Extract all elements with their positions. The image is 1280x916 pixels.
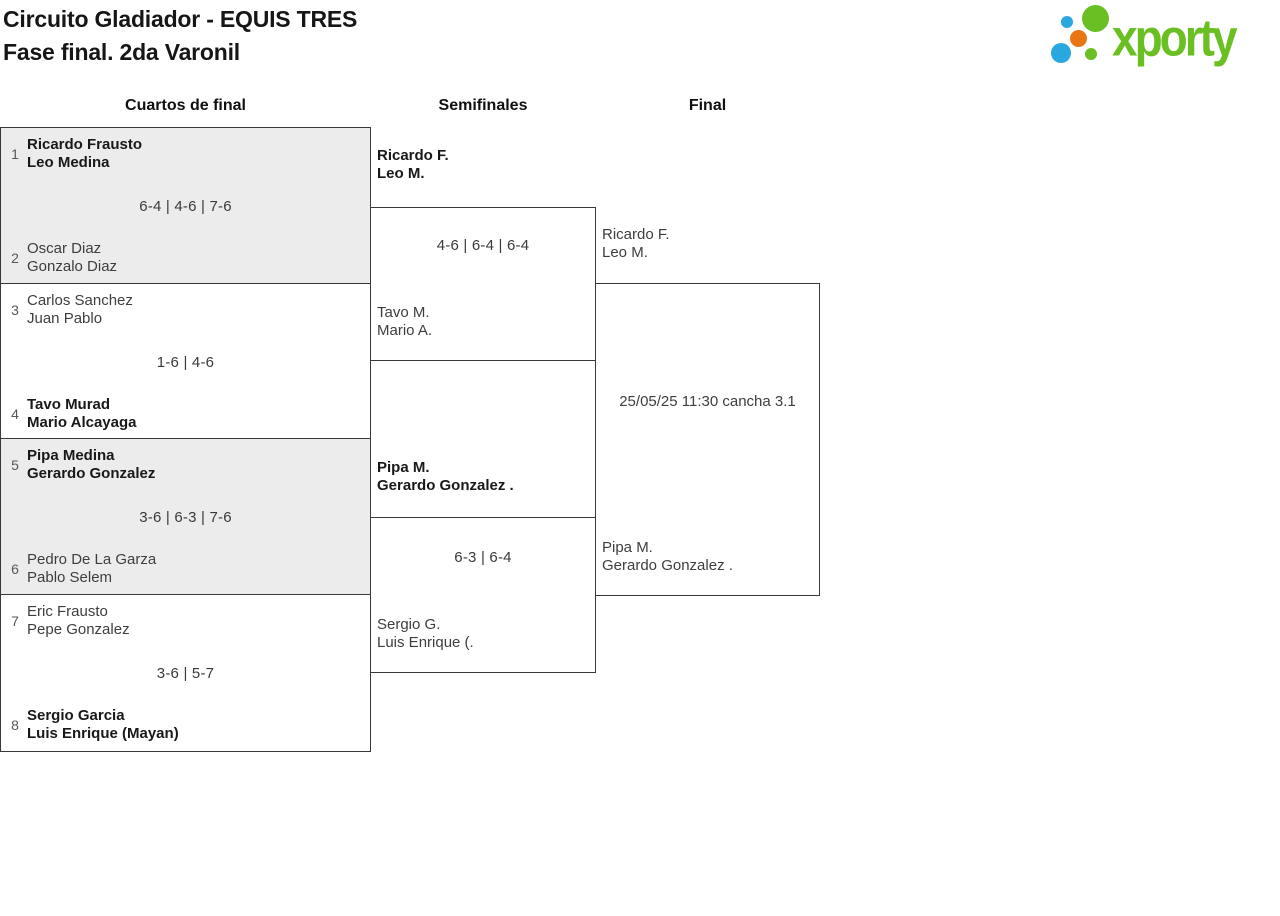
player-name: Gerardo Gonzalez bbox=[27, 465, 156, 482]
team-pair: Pipa M. Gerardo Gonzalez . bbox=[602, 539, 733, 575]
final-match-schedule: 25/05/25 11:30 cancha 3.1 bbox=[619, 393, 796, 410]
team-pair: Carlos Sanchez Juan Pablo bbox=[27, 292, 133, 328]
player-name: Luis Enrique (. bbox=[377, 634, 474, 651]
match-quarterfinal-3[interactable]: 5 Pipa Medina Gerardo Gonzalez 3-6 | 6-3… bbox=[0, 438, 371, 595]
player-name: Ricardo Frausto bbox=[27, 136, 143, 153]
logo-wordmark: xporty bbox=[1112, 8, 1238, 67]
player-name: Eric Frausto bbox=[27, 603, 108, 620]
player-name: Luis Enrique (Mayan) bbox=[27, 725, 179, 742]
team-pair: Tavo Murad Mario Alcayaga bbox=[27, 396, 137, 432]
seed-number: 3 bbox=[11, 302, 19, 318]
match-score: 3-6 | 6-3 | 7-6 bbox=[139, 509, 232, 526]
xporty-logo[interactable]: xporty bbox=[1045, 0, 1280, 75]
player-name: Mario Alcayaga bbox=[27, 414, 137, 431]
player-name: Pablo Selem bbox=[27, 569, 113, 586]
seed-number: 4 bbox=[11, 406, 19, 422]
player-name: Leo Medina bbox=[27, 154, 110, 171]
seed-number: 7 bbox=[11, 613, 19, 629]
player-name: Leo M. bbox=[377, 165, 425, 182]
round-header-final: Final bbox=[688, 97, 727, 114]
page-title: Circuito Gladiador - EQUIS TRES bbox=[3, 6, 358, 32]
team-pair: Ricardo Frausto Leo Medina bbox=[27, 136, 142, 172]
player-name: Pipa M. bbox=[377, 459, 430, 476]
player-name: Tavo Murad bbox=[27, 396, 111, 413]
team-pair: Pipa Medina Gerardo Gonzalez bbox=[27, 447, 155, 483]
player-name: Leo M. bbox=[602, 244, 648, 261]
team-pair: Ricardo F. Leo M. bbox=[377, 147, 449, 183]
match-score: 3-6 | 5-7 bbox=[156, 665, 215, 682]
player-name: Carlos Sanchez bbox=[27, 292, 133, 309]
team-pair: Eric Frausto Pepe Gonzalez bbox=[27, 603, 130, 639]
team-pair: Oscar Diaz Gonzalo Diaz bbox=[27, 240, 117, 276]
seed-number: 2 bbox=[11, 250, 19, 266]
match-quarterfinal-2[interactable]: 3 Carlos Sanchez Juan Pablo 1-6 | 4-6 4 … bbox=[0, 283, 371, 439]
match-score: 4-6 | 6-4 | 6-4 bbox=[436, 237, 530, 254]
player-name: Gonzalo Diaz bbox=[27, 258, 118, 275]
seed-number: 1 bbox=[11, 146, 19, 162]
player-name: Ricardo F. bbox=[602, 226, 670, 243]
page-header: Circuito Gladiador - EQUIS TRES Fase fin… bbox=[3, 3, 357, 69]
player-name: Juan Pablo bbox=[27, 310, 103, 327]
player-name: Tavo M. bbox=[377, 304, 430, 321]
round-header-semifinals: Semifinales bbox=[438, 97, 528, 114]
player-name: Pipa M. bbox=[602, 539, 653, 556]
match-quarterfinal-4[interactable]: 7 Eric Frausto Pepe Gonzalez 3-6 | 5-7 8… bbox=[0, 594, 371, 752]
player-name: Pipa Medina bbox=[27, 447, 115, 464]
match-quarterfinal-1[interactable]: 1 Ricardo Frausto Leo Medina 6-4 | 4-6 |… bbox=[0, 127, 371, 284]
team-pair: Sergio G. Luis Enrique (. bbox=[377, 616, 474, 652]
team-pair: Ricardo F. Leo M. bbox=[602, 226, 670, 262]
match-final[interactable] bbox=[595, 283, 820, 596]
player-name: Ricardo F. bbox=[377, 147, 449, 164]
match-score: 1-6 | 4-6 bbox=[156, 354, 215, 371]
logo-dot-green-big-icon bbox=[1082, 5, 1109, 32]
match-score: 6-4 | 4-6 | 7-6 bbox=[139, 198, 232, 215]
team-pair: Pedro De La Garza Pablo Selem bbox=[27, 551, 156, 587]
match-score: 6-3 | 6-4 bbox=[454, 549, 512, 566]
logo-dot-blue-small-icon bbox=[1061, 16, 1073, 28]
player-name: Pepe Gonzalez bbox=[27, 621, 130, 638]
player-name: Sergio Garcia bbox=[27, 707, 125, 724]
page-subtitle: Fase final. 2da Varonil bbox=[3, 39, 240, 65]
player-name: Gerardo Gonzalez . bbox=[602, 557, 733, 574]
player-name: Gerardo Gonzalez . bbox=[377, 477, 514, 494]
team-pair: Sergio Garcia Luis Enrique (Mayan) bbox=[27, 707, 179, 743]
player-name: Mario A. bbox=[377, 322, 433, 339]
seed-number: 5 bbox=[11, 457, 19, 473]
team-pair: Pipa M. Gerardo Gonzalez . bbox=[377, 459, 514, 495]
player-name: Sergio G. bbox=[377, 616, 441, 633]
logo-dot-green-small-icon bbox=[1085, 48, 1097, 60]
logo-dot-orange-icon bbox=[1070, 30, 1087, 47]
seed-number: 6 bbox=[11, 561, 19, 577]
seed-number: 8 bbox=[11, 717, 19, 733]
player-name: Oscar Diaz bbox=[27, 240, 102, 257]
team-pair: Tavo M. Mario A. bbox=[377, 304, 432, 340]
round-header-quarterfinals: Cuartos de final bbox=[125, 97, 246, 114]
logo-dot-blue-big-icon bbox=[1051, 43, 1071, 63]
player-name: Pedro De La Garza bbox=[27, 551, 157, 568]
